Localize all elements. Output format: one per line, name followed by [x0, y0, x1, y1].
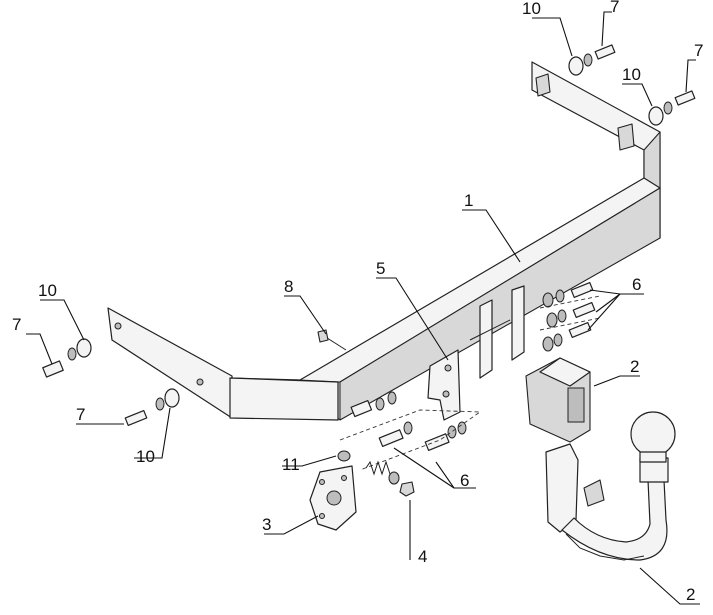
callout-6-upper: 6: [632, 275, 641, 294]
spring-nut: [365, 460, 415, 497]
callout-1: 1: [464, 191, 473, 210]
crossbar: [107, 61, 661, 421]
leader-lines: [26, 11, 700, 605]
bolt-set-lower: [350, 391, 467, 451]
mounting-bracket: [427, 349, 461, 421]
callout-5: 5: [376, 259, 385, 278]
callout-10-top-right: 10: [622, 65, 641, 84]
socket-plate: [309, 465, 357, 531]
callout-7-left-upper: 7: [12, 315, 21, 334]
ball-holder-receiver: [525, 357, 591, 443]
callout-7-top: 7: [610, 0, 619, 16]
callout-4: 4: [418, 547, 427, 566]
callout-10-top: 10: [522, 0, 541, 18]
callout-3: 3: [262, 515, 271, 534]
callout-2-neck: 2: [686, 585, 695, 604]
callout-7-top-right: 7: [694, 41, 703, 60]
callout-8: 8: [284, 277, 293, 296]
callout-10-left-lower: 10: [136, 447, 155, 466]
callout-11: 11: [282, 455, 300, 474]
washer-11: [337, 450, 351, 462]
callout-2-receiver: 2: [630, 357, 639, 376]
bolt-set-upper: [542, 281, 596, 352]
bolts-top-right: [568, 44, 696, 126]
callout-6-lower: 6: [460, 471, 469, 490]
bolt-8: [317, 329, 347, 351]
bolts-left: [42, 338, 180, 427]
callout-7-left-lower: 7: [76, 405, 85, 424]
callout-10-left-upper: 10: [38, 281, 57, 300]
callout-labels: 1 2 2 3 4 5 6 6 7 7 7 7 8 10 10 10 10 11: [12, 0, 703, 604]
ball-neck: [545, 411, 676, 561]
